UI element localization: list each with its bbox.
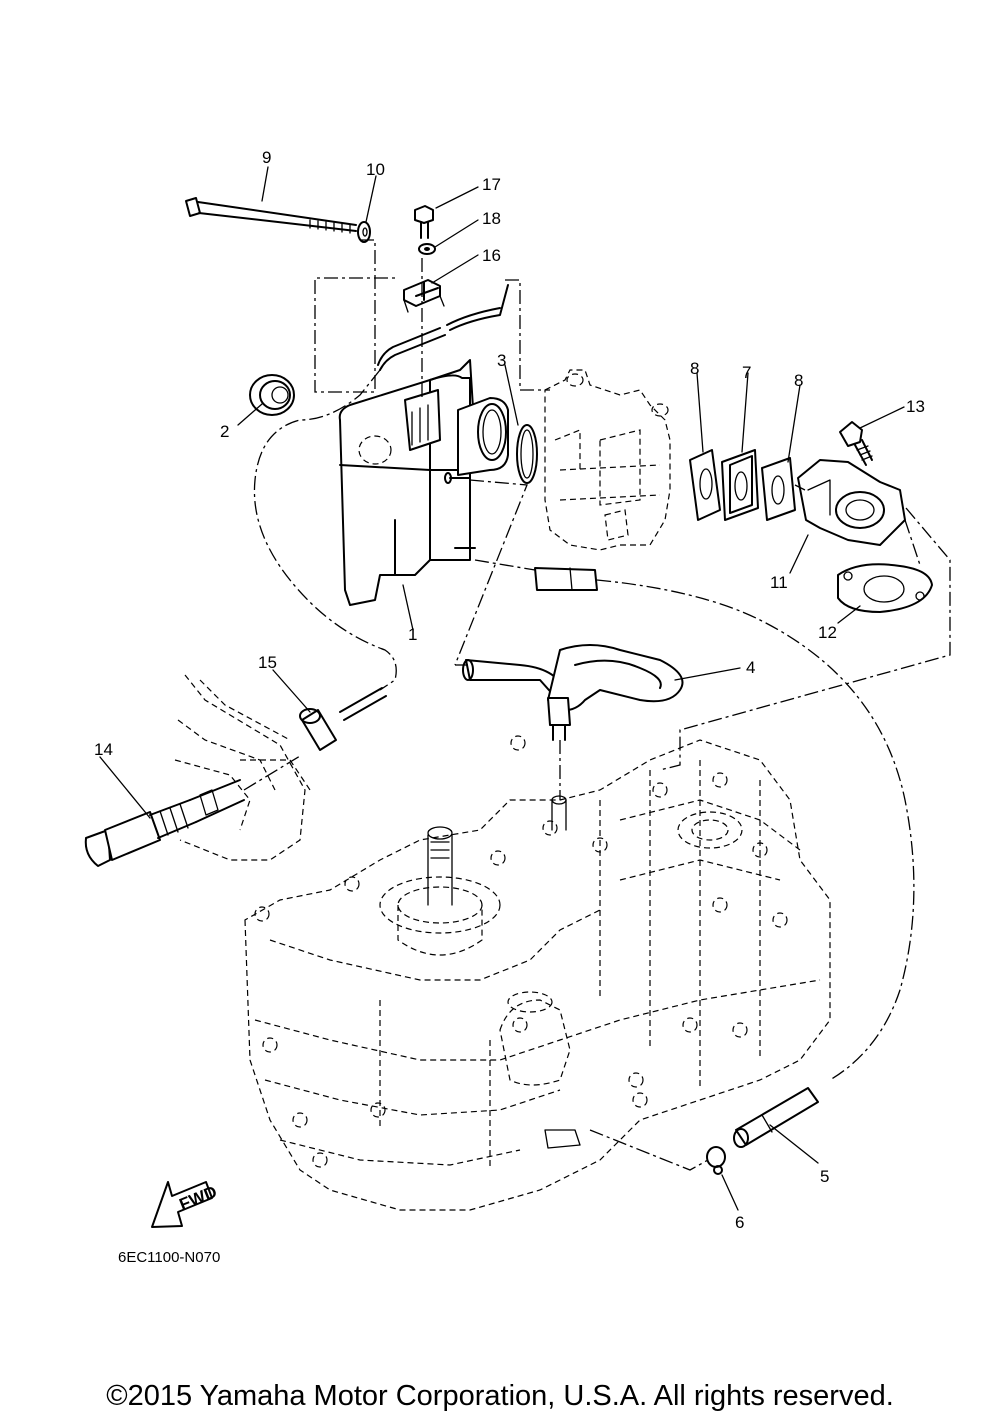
callout-13: 13 (906, 397, 925, 416)
callout-5: 5 (820, 1167, 829, 1186)
cable-holder-15 (299, 687, 387, 751)
callout-14: 14 (94, 740, 113, 759)
callout-15: 15 (258, 653, 277, 672)
callout-3: 3 (497, 351, 506, 370)
intake-manifold (797, 459, 906, 546)
choke-cable (253, 284, 509, 691)
bolt-9 (185, 197, 357, 234)
clip-6 (706, 1146, 726, 1175)
gasket-8a (689, 449, 721, 521)
insulator-7 (721, 449, 759, 521)
reference-lines (314, 239, 951, 1171)
callout-4: 4 (746, 658, 755, 677)
fuel-hose-4 (462, 644, 684, 741)
washer-18 (418, 243, 436, 255)
callout-16: 16 (482, 246, 501, 265)
gasket-8b (761, 457, 796, 521)
screw-17 (414, 205, 434, 239)
callout-2: 2 (220, 422, 229, 441)
callout-1: 1 (408, 625, 417, 644)
fuel-line-5 (534, 567, 915, 1148)
callout-8b: 8 (794, 371, 803, 390)
clamp-16 (403, 279, 445, 313)
callout-6: 6 (735, 1213, 744, 1232)
o-ring (516, 424, 538, 484)
washer-10 (357, 221, 371, 243)
callout-labels: 9 10 17 18 16 3 8 7 8 13 2 11 12 1 15 4 … (94, 148, 925, 1266)
callout-18: 18 (482, 209, 501, 228)
intake-silencer (338, 359, 509, 606)
gasket-12 (837, 563, 933, 613)
callout-12: 12 (818, 623, 837, 642)
bolt-13 (839, 421, 873, 466)
cowling-phantom (174, 674, 311, 861)
copyright-notice: ©2015 Yamaha Motor Corporation, U.S.A. A… (106, 1380, 894, 1412)
callout-17: 17 (482, 175, 501, 194)
callout-8a: 8 (690, 359, 699, 378)
callout-7: 7 (742, 363, 751, 382)
callout-11: 11 (770, 573, 788, 592)
diagram-code: 6EC1100-N070 (118, 1249, 220, 1266)
fwd-label: FWD (177, 1182, 220, 1214)
choke-knob-14 (84, 755, 301, 867)
engine-block (244, 735, 831, 1211)
leader-lines (99, 166, 905, 1211)
fwd-arrow: FWD (151, 1181, 220, 1228)
carburetor (544, 369, 671, 551)
callout-9: 9 (262, 148, 271, 167)
callout-10: 10 (366, 160, 385, 179)
